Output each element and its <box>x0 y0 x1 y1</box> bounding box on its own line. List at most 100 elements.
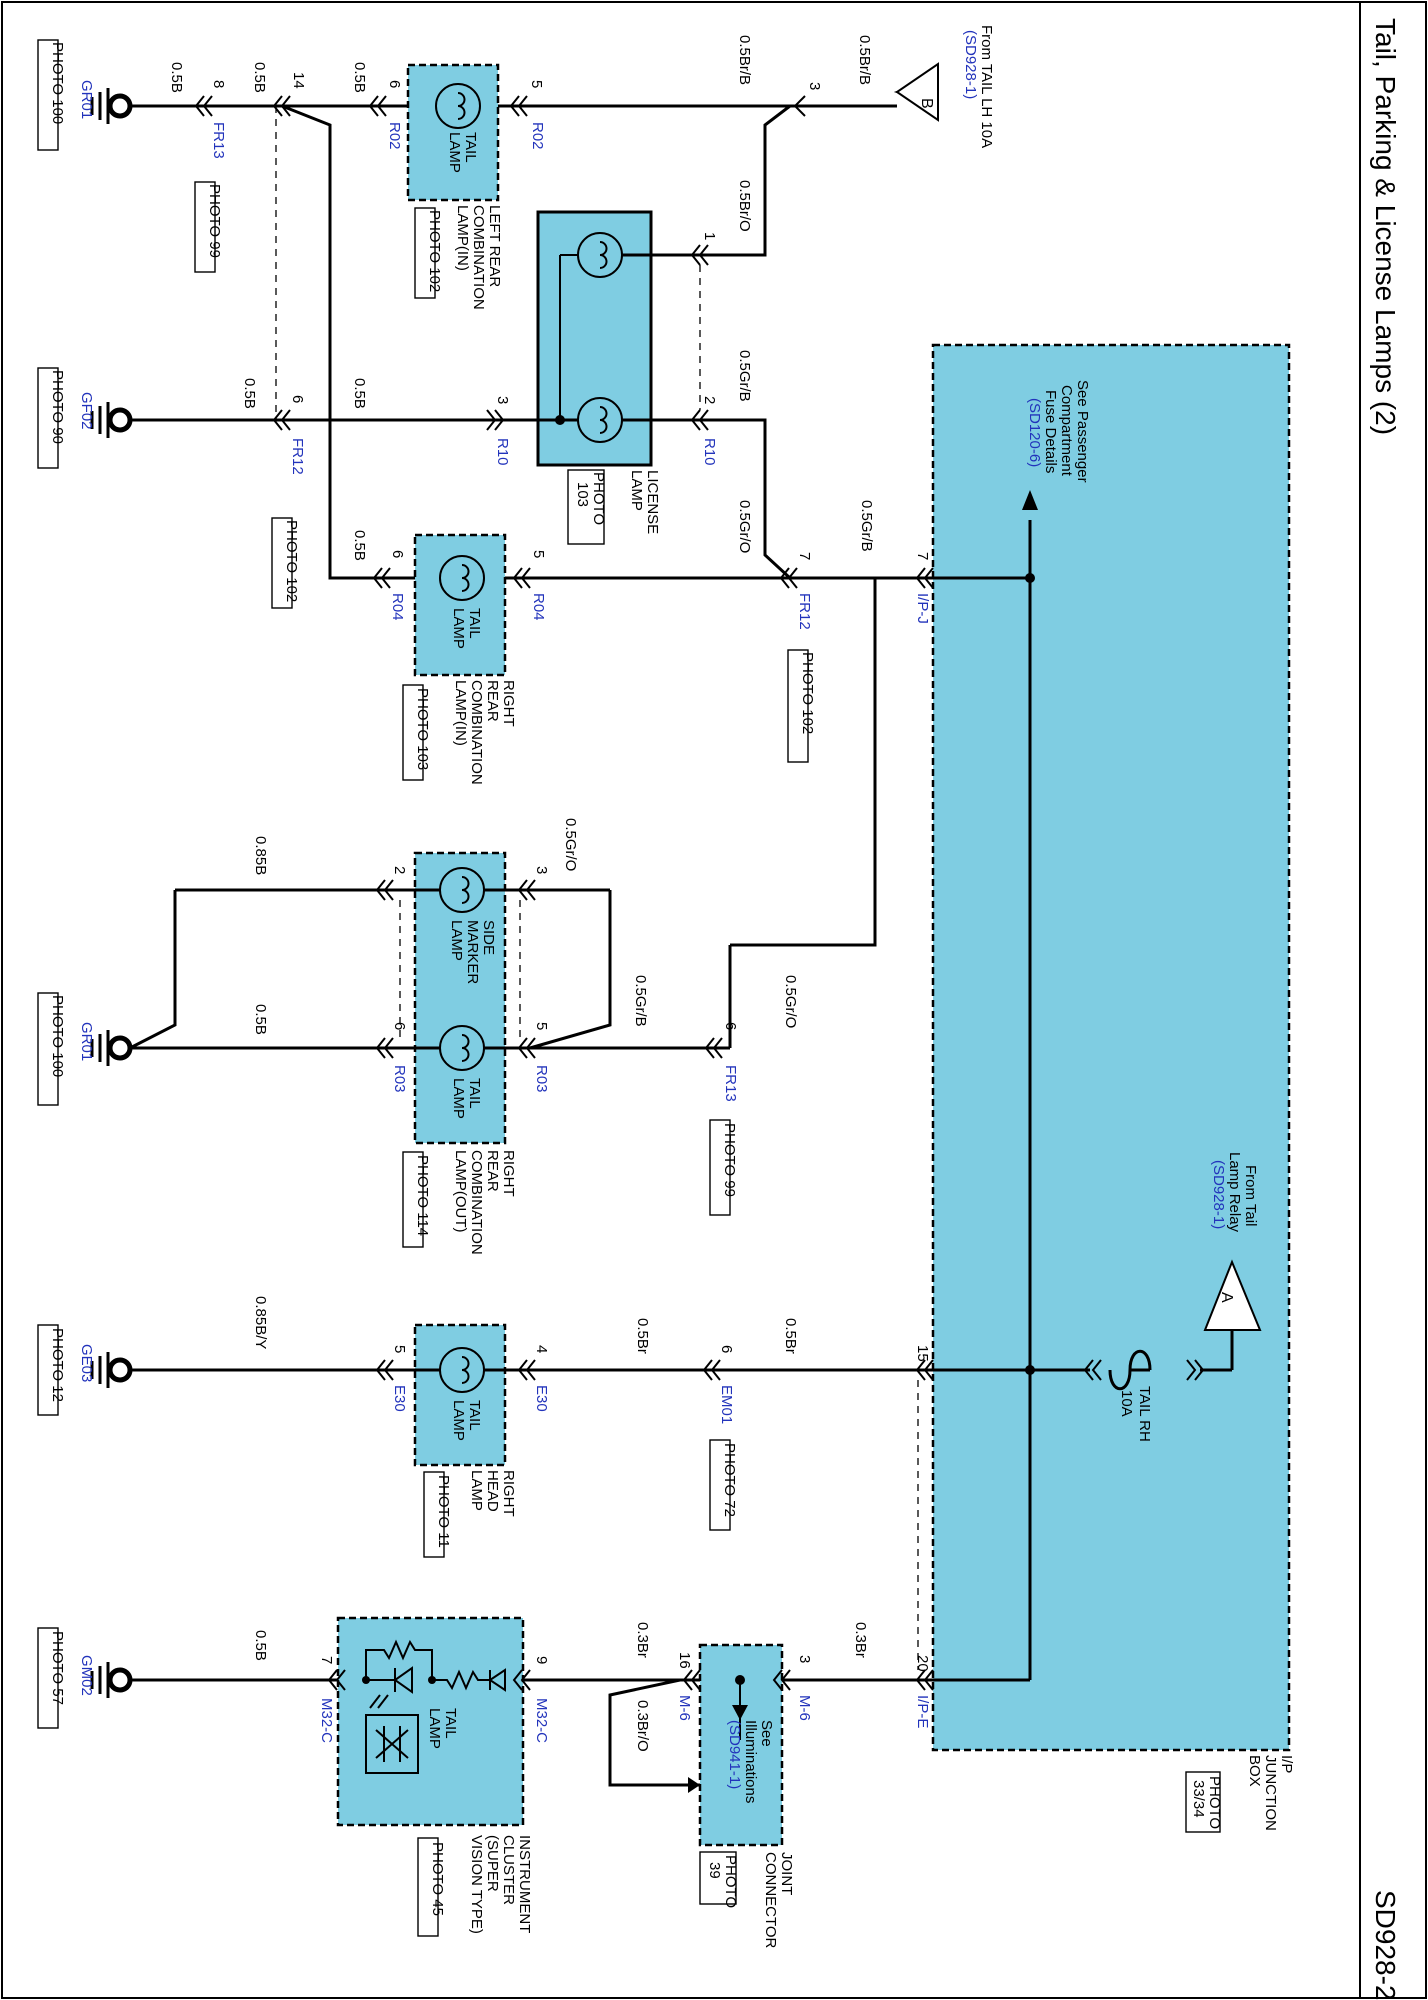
svg-text:EM01: EM01 <box>718 1385 735 1424</box>
svg-text:FR12: FR12 <box>289 438 306 475</box>
page-title: Tail, Parking & License Lamps (2) <box>1370 18 1401 435</box>
ground-ge03: GE03 <box>78 1344 95 1382</box>
svg-text:5: 5 <box>533 1022 550 1030</box>
svg-text:LAMP(OUT): LAMP(OUT) <box>452 1150 469 1233</box>
svg-text:PHOTO 102: PHOTO 102 <box>283 520 300 602</box>
svg-text:0.5B: 0.5B <box>252 1004 269 1035</box>
svg-text:TAIL: TAIL <box>462 132 479 163</box>
svg-text:R10: R10 <box>701 438 718 466</box>
svg-text:PHOTO 11: PHOTO 11 <box>435 1475 452 1548</box>
svg-text:TAIL: TAIL <box>466 1078 483 1109</box>
svg-text:0.5Gr/B: 0.5Gr/B <box>632 975 649 1027</box>
svg-text:RIGHT: RIGHT <box>500 1470 517 1517</box>
svg-text:PHOTO 100: PHOTO 100 <box>49 42 66 124</box>
svg-text:Illuminations: Illuminations <box>742 1720 759 1803</box>
svg-text:RIGHT: RIGHT <box>500 680 517 727</box>
right-head-lamp <box>413 1323 507 1467</box>
svg-text:0.5B: 0.5B <box>351 62 368 93</box>
svg-text:BOX: BOX <box>1246 1755 1263 1787</box>
svg-text:2: 2 <box>701 396 718 404</box>
svg-text:(SD120-6): (SD120-6) <box>1026 398 1043 467</box>
svg-text:R03: R03 <box>533 1065 550 1093</box>
svg-text:6: 6 <box>718 1345 735 1353</box>
svg-text:PHOTO 114: PHOTO 114 <box>414 1155 431 1236</box>
svg-text:6: 6 <box>386 80 403 88</box>
svg-text:PHOTO 90: PHOTO 90 <box>49 370 66 444</box>
svg-text:0.85B: 0.85B <box>252 836 269 875</box>
svg-text:3: 3 <box>494 396 511 404</box>
svg-text:39: 39 <box>706 1862 723 1879</box>
svg-text:Fuse Details: Fuse Details <box>1042 390 1059 473</box>
svg-text:TAIL: TAIL <box>466 1400 483 1431</box>
svg-text:CLUSTER: CLUSTER <box>500 1835 517 1905</box>
svg-text:TAIL: TAIL <box>466 608 483 639</box>
svg-text:0.5Br/B: 0.5Br/B <box>856 35 873 85</box>
svg-text:3: 3 <box>796 1655 813 1663</box>
svg-text:6: 6 <box>389 550 406 558</box>
svg-text:0.5Br/O: 0.5Br/O <box>736 180 753 232</box>
svg-text:5: 5 <box>528 80 545 88</box>
ground-gr01-b: GR01 <box>78 1022 95 1061</box>
svg-text:(SUPER: (SUPER <box>484 1835 501 1892</box>
svg-text:0.3Br: 0.3Br <box>634 1622 651 1658</box>
svg-text:0.5Gr/O: 0.5Gr/O <box>782 975 799 1028</box>
svg-text:0.5B: 0.5B <box>168 62 185 93</box>
svg-text:JUNCTION: JUNCTION <box>1262 1755 1279 1831</box>
svg-text:REAR: REAR <box>484 1150 501 1192</box>
svg-text:3: 3 <box>806 82 823 90</box>
svg-text:0.5B: 0.5B <box>351 378 368 409</box>
ip-junction-label: I/P <box>1278 1755 1295 1773</box>
svg-text:CONNECTOR: CONNECTOR <box>762 1852 779 1949</box>
svg-text:LAMP: LAMP <box>450 1400 467 1441</box>
svg-text:0.5Gr/O: 0.5Gr/O <box>736 500 753 553</box>
svg-text:2: 2 <box>391 866 408 874</box>
svg-text:8: 8 <box>210 80 227 88</box>
svg-text:LICENSE: LICENSE <box>644 470 661 534</box>
source-a-triangle <box>1203 1259 1262 1331</box>
svg-text:Compartment: Compartment <box>1058 385 1075 477</box>
svg-text:HEAD: HEAD <box>484 1470 501 1512</box>
ground-gm02: GM02 <box>78 1655 95 1696</box>
svg-text:E30: E30 <box>533 1385 550 1412</box>
ip-junction-box <box>931 343 1291 1752</box>
svg-text:REAR: REAR <box>484 680 501 722</box>
svg-text:0.5Br: 0.5Br <box>634 1318 651 1354</box>
svg-text:6: 6 <box>391 1022 408 1030</box>
svg-text:COMBINATION: COMBINATION <box>468 1150 485 1255</box>
svg-text:JOINT: JOINT <box>778 1852 795 1895</box>
svg-text:A: A <box>1218 1292 1235 1303</box>
svg-text:PHOTO 99: PHOTO 99 <box>206 184 223 258</box>
svg-text:0.5Br: 0.5Br <box>782 1318 799 1354</box>
svg-text:5: 5 <box>391 1345 408 1353</box>
svg-text:E30: E30 <box>391 1385 408 1412</box>
tail-lh-source-label: From TAIL LH 10A <box>978 25 995 148</box>
svg-text:103: 103 <box>574 482 591 507</box>
svg-text:R04: R04 <box>389 593 406 621</box>
svg-text:PHOTO 102: PHOTO 102 <box>799 652 816 734</box>
fuse-tail-rh-rating: 10A <box>1118 1390 1135 1417</box>
svg-text:0.5B: 0.5B <box>252 1630 269 1661</box>
svg-text:R03: R03 <box>391 1065 408 1093</box>
svg-text:0.3Br: 0.3Br <box>852 1622 869 1658</box>
ground-gf02: GF02 <box>78 392 95 430</box>
svg-text:14: 14 <box>290 72 307 89</box>
page-code: SD928-2 <box>1370 1890 1401 2000</box>
svg-text:4: 4 <box>533 1345 550 1353</box>
svg-text:I/P-E: I/P-E <box>914 1695 931 1728</box>
svg-text:0.5Gr/B: 0.5Gr/B <box>736 350 753 402</box>
svg-text:PHOTO: PHOTO <box>1206 1776 1223 1829</box>
svg-text:1: 1 <box>701 232 718 240</box>
svg-text:0.5Gr/O: 0.5Gr/O <box>562 818 579 871</box>
svg-text:LAMP: LAMP <box>468 1470 485 1511</box>
svg-text:7: 7 <box>318 1656 335 1664</box>
svg-text:15: 15 <box>914 1345 931 1362</box>
svg-text:0.85B/Y: 0.85B/Y <box>252 1296 269 1349</box>
svg-text:(SD928-1): (SD928-1) <box>962 30 979 99</box>
svg-text:M32-C: M32-C <box>533 1698 550 1743</box>
fuse-tail-rh-name: TAIL RH <box>1136 1386 1153 1442</box>
svg-text:7: 7 <box>796 552 813 560</box>
svg-text:PHOTO 72: PHOTO 72 <box>721 1443 738 1517</box>
svg-text:LAMP: LAMP <box>446 132 463 173</box>
svg-text:6: 6 <box>722 1022 739 1030</box>
